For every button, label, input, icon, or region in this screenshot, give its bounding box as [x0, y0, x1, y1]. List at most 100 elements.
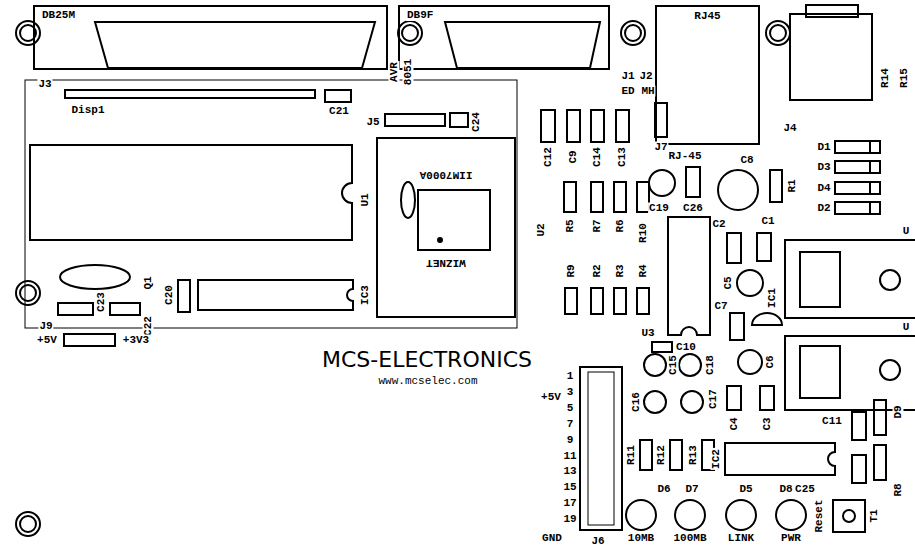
silkscreen-label: D3: [816, 162, 831, 173]
silkscreen-label: C14: [592, 146, 603, 168]
part-name: WIZNET: [425, 257, 467, 268]
silkscreen-label: R3: [615, 263, 626, 278]
silkscreen-label: C21: [328, 106, 350, 117]
silkscreen-label: LINK: [727, 533, 755, 544]
led-symbol: [675, 500, 705, 530]
capacitor-symbol: [325, 90, 351, 102]
ic-chip: [418, 190, 490, 250]
silkscreen-label: D5: [738, 484, 753, 495]
electrolytic-capacitor: [738, 350, 762, 374]
component-outline: RJ45: [655, 5, 760, 145]
silkscreen-label: D1: [816, 142, 831, 153]
silkscreen-label: U: [902, 226, 911, 237]
diode-symbol: [835, 141, 880, 153]
silkscreen-label: J9: [38, 321, 53, 332]
silkscreen-label: RJ-45: [667, 151, 702, 162]
ic-outline: [668, 217, 710, 335]
mounting-hole: [16, 281, 40, 305]
mounting-hole: [621, 21, 645, 45]
silkscreen-label: PWR: [780, 533, 802, 544]
silkscreen-label: C13: [617, 146, 628, 168]
silkscreen-label: D2: [816, 203, 831, 214]
capacitor-symbol: [58, 303, 93, 315]
mounting-hole: [625, 25, 641, 41]
pin-header: [580, 367, 622, 530]
d-sub-shell: [95, 22, 375, 68]
capacitor-symbol: [730, 313, 744, 340]
silkscreen-label: 13: [562, 466, 577, 477]
pin-one-dot: [438, 238, 442, 242]
silkscreen-label: 17: [562, 498, 577, 509]
silkscreen-label: U1: [360, 192, 371, 207]
diodes: [835, 141, 880, 214]
electrolytic-capacitor: [679, 354, 701, 376]
diode-symbol: [874, 400, 886, 435]
silkscreen-label: R12: [656, 444, 667, 466]
regulator-symbol: [752, 313, 782, 325]
silkscreen-label: C5: [723, 275, 734, 290]
silkscreen-label: 11: [562, 450, 577, 461]
silkscreen-label: +3V3: [122, 335, 150, 346]
silkscreen-label: U3: [640, 328, 655, 339]
silkscreen-label: GND: [541, 533, 563, 544]
component-outline: IIM7000A WIZNET: [376, 137, 516, 318]
part-name: RJ45: [693, 11, 721, 22]
silkscreen-label: C16: [631, 391, 642, 413]
silkscreen-label: Reset: [814, 498, 825, 533]
silkscreen-label: J6: [590, 536, 605, 547]
jack-outline: [785, 240, 915, 318]
electrolytic-capacitor: [644, 391, 666, 413]
silkscreen-label: J1: [620, 71, 635, 82]
silkscreen-label: R14: [880, 67, 891, 89]
silkscreen-label: C25: [794, 484, 816, 495]
silkscreen-label: C4: [729, 416, 740, 431]
diode-symbol: [835, 161, 880, 173]
capacitor-symbol: [652, 342, 672, 352]
silkscreen-label: C6: [765, 354, 776, 369]
silkscreen-label: Q1: [143, 275, 154, 290]
silkscreen-label: C23: [96, 291, 107, 313]
component-outline: DB9F: [398, 5, 610, 70]
silkscreen-label: +5V: [36, 335, 58, 346]
resistor-symbol: [591, 182, 603, 212]
jack-body: [800, 346, 840, 398]
silkscreen-label: C15: [668, 354, 679, 376]
electrolytic-capacitor: [681, 391, 703, 413]
electrolytic-capacitor: [737, 270, 763, 296]
capacitor-symbol: [852, 455, 866, 483]
silkscreen-label: 15: [562, 482, 577, 493]
silkscreen-label: C24: [471, 111, 482, 133]
diode-symbol: [835, 182, 880, 194]
silkscreen-label: C7: [713, 301, 728, 312]
module-outline: [25, 80, 517, 328]
silkscreen-label: J2: [638, 71, 653, 82]
silkscreen-label: C11: [821, 416, 843, 427]
mounting-holes: [16, 21, 790, 536]
silkscreen-label: C8: [739, 155, 754, 166]
silkscreen-label: 19: [562, 514, 577, 525]
silkscreen-label: U: [902, 322, 911, 333]
resistor-symbol: [614, 288, 626, 314]
crystal-symbol: [401, 182, 415, 218]
dc-jack: [790, 14, 872, 100]
pin-header-inner: [588, 372, 614, 525]
silkscreen-label: C18: [705, 354, 716, 376]
silkscreen-label: IC3: [360, 284, 371, 306]
silkscreen-label: D6: [656, 484, 671, 495]
silkscreen-label: +5V: [540, 392, 562, 403]
brand-name: MCS-ELECTRONICS: [321, 349, 533, 371]
capacitor-symbol: [178, 280, 190, 312]
capacitor-symbol: [541, 110, 555, 142]
mounting-hole: [16, 512, 40, 536]
silkscreen-label: C3: [762, 416, 773, 431]
silkscreen-label: R2: [592, 263, 603, 278]
component-outline: DB25M: [33, 5, 388, 70]
part-name: IIM7000A: [419, 169, 474, 180]
silkscreen-label: C26: [682, 203, 704, 214]
part-name: DB25M: [41, 10, 76, 21]
silkscreen-label: 3: [566, 386, 575, 397]
silkscreen-label: R5: [565, 218, 576, 233]
silkscreen-label: 7: [566, 418, 575, 429]
resistor-symbol: [591, 288, 603, 314]
